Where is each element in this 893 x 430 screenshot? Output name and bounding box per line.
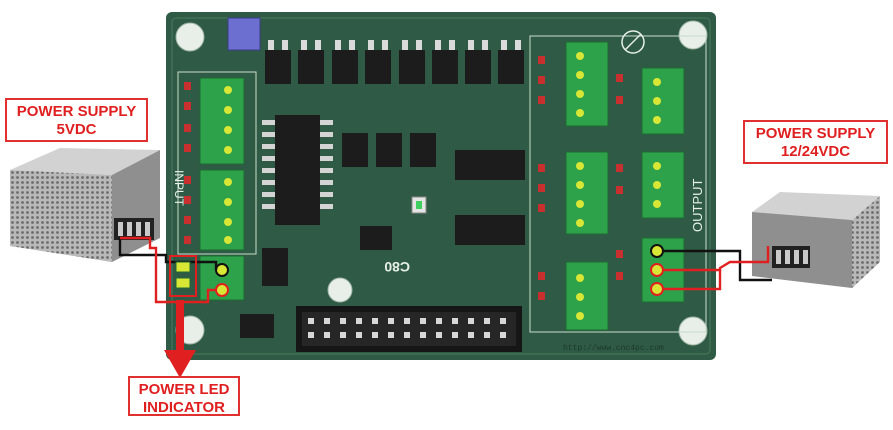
callout-psu-right-line1: POWER SUPPLY bbox=[755, 125, 876, 142]
idc-pin bbox=[356, 332, 362, 338]
silk-input: INPUT bbox=[172, 170, 186, 207]
idc-pin bbox=[468, 332, 474, 338]
jumper-block bbox=[227, 17, 261, 51]
silk-model: C80 bbox=[384, 259, 410, 275]
idc-pin bbox=[388, 318, 394, 324]
callout-psu-left-line2: 5VDC bbox=[56, 121, 97, 138]
output-leds bbox=[538, 56, 623, 300]
mount-hole-center bbox=[327, 277, 353, 303]
wiring-12-24vdc bbox=[663, 246, 772, 291]
arrow-down-icon bbox=[164, 300, 196, 378]
controller-board: INPUT OUTPUT C80 bbox=[166, 12, 716, 360]
idc-pin bbox=[324, 318, 330, 324]
idc-pin bbox=[340, 318, 346, 324]
callout-power-supply-5vdc: POWER SUPPLY 5VDC bbox=[5, 98, 148, 142]
mount-hole-top-left bbox=[175, 22, 205, 52]
power-led-highlight bbox=[169, 255, 197, 297]
idc-pin bbox=[372, 318, 378, 324]
power-supply-12-24vdc bbox=[752, 192, 880, 288]
idc-pin bbox=[324, 332, 330, 338]
middle-chips bbox=[240, 133, 525, 338]
idc-pin bbox=[452, 318, 458, 324]
callout-psu-left-line1: POWER SUPPLY bbox=[16, 103, 137, 120]
idc-pin bbox=[308, 318, 314, 324]
idc-pin bbox=[420, 332, 426, 338]
idc-pin bbox=[404, 332, 410, 338]
wiring-5vdc bbox=[118, 236, 218, 304]
opto-relay-row bbox=[265, 50, 524, 84]
callout-led-line1: POWER LED bbox=[138, 381, 230, 398]
callout-led-line2: INDICATOR bbox=[143, 399, 225, 416]
silk-url: http://www.cnc4pc.com bbox=[563, 344, 664, 353]
power-supply-5vdc bbox=[10, 148, 160, 262]
main-ic-left bbox=[275, 115, 320, 225]
output-terminal-frame bbox=[529, 35, 707, 333]
idc-pin bbox=[340, 332, 346, 338]
idc-pin bbox=[436, 318, 442, 324]
idc-pin bbox=[484, 332, 490, 338]
no-symbol-icon bbox=[621, 30, 645, 54]
power-led bbox=[175, 261, 191, 289]
input-leds bbox=[184, 82, 191, 244]
idc-pin bbox=[404, 318, 410, 324]
idc-pin bbox=[500, 318, 506, 324]
output-screws bbox=[576, 52, 661, 320]
callout-power-supply-12-24vdc: POWER SUPPLY 12/24VDC bbox=[743, 120, 888, 164]
idc-pin bbox=[452, 332, 458, 338]
mount-hole-top-right bbox=[678, 20, 708, 50]
idc-pin bbox=[372, 332, 378, 338]
idc-pin bbox=[308, 332, 314, 338]
input-terminal-frame bbox=[177, 71, 257, 255]
idc-pin bbox=[500, 332, 506, 338]
idc-pin bbox=[356, 318, 362, 324]
idc-pin bbox=[484, 318, 490, 324]
idc-pin bbox=[388, 332, 394, 338]
idc-pin bbox=[436, 332, 442, 338]
idc-pin bbox=[468, 318, 474, 324]
mount-hole-bottom-right bbox=[678, 316, 708, 346]
input-terminals bbox=[199, 77, 245, 301]
callout-psu-right-line2: 12/24VDC bbox=[780, 143, 851, 160]
callout-power-led-indicator: POWER LED INDICATOR bbox=[128, 376, 240, 416]
relay-pins bbox=[268, 40, 521, 50]
idc-pin bbox=[420, 318, 426, 324]
silk-output: OUTPUT bbox=[690, 179, 705, 233]
